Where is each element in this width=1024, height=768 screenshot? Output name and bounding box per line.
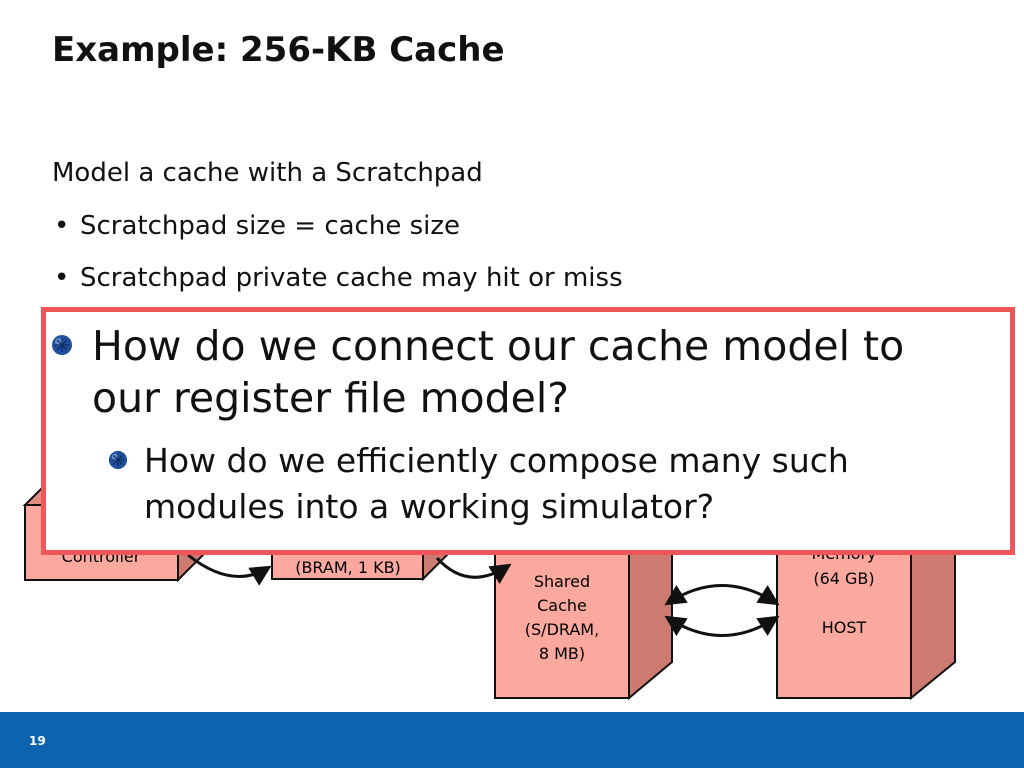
shared-cache-label: Cache — [537, 596, 587, 615]
callout-subquestion-line-1: How do we efficiently compose many such — [144, 441, 849, 480]
bullet-text: Scratchpad private cache may hit or miss — [80, 263, 623, 293]
scratchpad-label: (BRAM, 1 KB) — [295, 558, 401, 577]
memory-label: HOST — [822, 618, 867, 637]
cache-memory-arrow-bottom — [664, 615, 780, 637]
controller-scratchpad-arrow — [187, 553, 272, 586]
shared-cache-label: Shared — [534, 572, 590, 591]
callout-question-line-2: our register file model? — [92, 374, 570, 422]
bullet-item: • Scratchpad size = cache size — [52, 209, 623, 261]
bullet-star-icon — [108, 450, 128, 470]
callout-subquestion-line-2: modules into a working simulator? — [144, 487, 715, 526]
page-number: 19 — [29, 734, 46, 748]
footer-bar — [0, 712, 1024, 768]
intro-text: Model a cache with a Scratchpad — [52, 158, 483, 188]
shared-cache-label: (S/DRAM, — [525, 620, 599, 639]
slide-title: Example: 256-KB Cache — [52, 30, 505, 70]
callout-question-line-1: How do we connect our cache model to — [92, 322, 905, 370]
shared-cache-label: 8 MB) — [539, 644, 585, 663]
bullet-dot-icon: • — [54, 263, 70, 293]
bullet-text: Scratchpad size = cache size — [80, 211, 460, 241]
bullet-dot-icon: • — [54, 211, 70, 241]
bullet-item: • Scratchpad private cache may hit or mis… — [52, 261, 623, 313]
scratchpad-cache-arrow — [435, 556, 512, 584]
bullet-star-icon — [52, 335, 72, 355]
bullet-list: • Scratchpad size = cache size • Scratchpa… — [52, 209, 623, 313]
cache-memory-arrow-top — [664, 584, 780, 606]
memory-label: (64 GB) — [813, 569, 874, 588]
question-callout: How do we connect our cache model to our… — [41, 307, 1015, 555]
